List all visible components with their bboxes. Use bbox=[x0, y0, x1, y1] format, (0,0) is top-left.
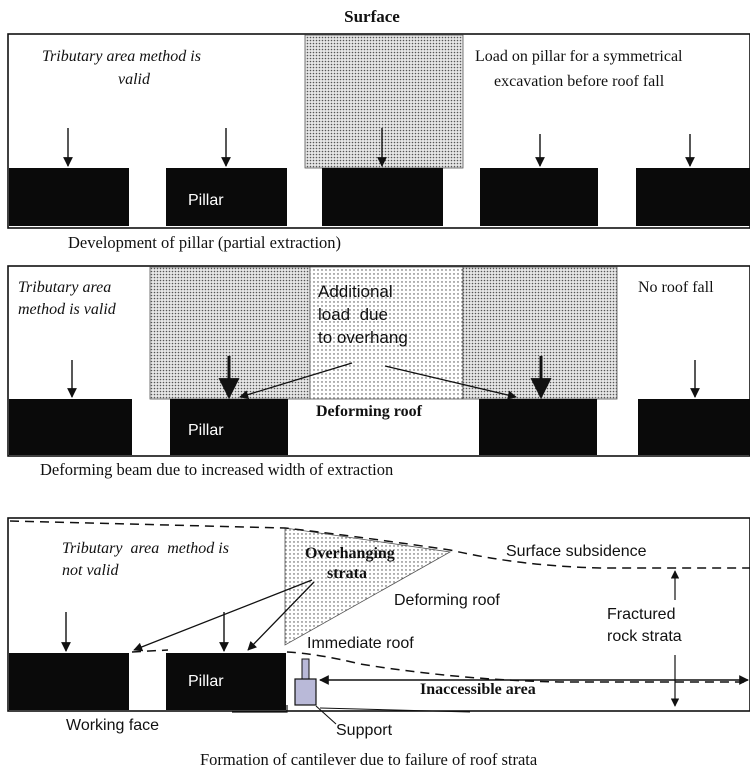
panel-2-pillar bbox=[9, 399, 132, 455]
immediate-roof-label: Immediate roof bbox=[307, 635, 414, 652]
fractured-label-line2: rock strata bbox=[607, 628, 682, 645]
fractured-label-line1: Fractured bbox=[607, 606, 675, 623]
panel-1-left-note-line1: Tributary area method is bbox=[42, 48, 201, 65]
overhang-pointer-arrow bbox=[384, 365, 517, 400]
surface-subsidence-label: Surface subsidence bbox=[506, 543, 647, 560]
panel-3-caption: Formation of cantilever due to failure o… bbox=[200, 750, 538, 769]
support-pointer bbox=[315, 705, 337, 725]
inaccessible-area-label: Inaccessible area bbox=[420, 681, 536, 698]
panel-3-pillar bbox=[166, 653, 286, 710]
overhang-pointer-arrow bbox=[133, 579, 313, 652]
immediate-roof-line bbox=[286, 651, 750, 683]
panel-2-right-note: No roof fall bbox=[638, 279, 714, 296]
overhang-pointer-arrow bbox=[247, 581, 315, 651]
panel-2-pillar-label: Pillar bbox=[188, 422, 224, 439]
panel-1: Tributary area method is valid Load on p… bbox=[7, 33, 750, 252]
panel-2-pillar bbox=[638, 399, 750, 455]
support-icon bbox=[294, 678, 317, 706]
surface-title: Surface bbox=[344, 7, 400, 26]
panel-1-pillar bbox=[9, 168, 129, 226]
deforming-roof-label: Deforming roof bbox=[394, 592, 500, 609]
panel-2: Tributary area method is valid Additiona… bbox=[7, 265, 750, 479]
panel-1-right-note-line1: Load on pillar for a symmetrical bbox=[475, 48, 683, 65]
panel-1-pillar bbox=[166, 168, 287, 226]
working-face-label: Working face bbox=[66, 717, 159, 734]
panel-3-left-note-line1: Tributary area method is bbox=[62, 540, 229, 557]
panel-1-right-note-line2: excavation before roof fall bbox=[494, 73, 665, 90]
panel-1-pillar bbox=[480, 168, 598, 226]
panel-2-center-note-line2: load due bbox=[318, 305, 388, 324]
overhanging-strata-label-line1: Overhanging bbox=[305, 545, 395, 562]
panel-2-caption: Deforming beam due to increased width of… bbox=[40, 460, 393, 479]
floor-deformation-line bbox=[319, 707, 471, 713]
overhanging-strata-zone bbox=[284, 527, 452, 646]
panel-2-center-note-line1: Additional bbox=[318, 282, 393, 301]
working-face-pointer bbox=[232, 705, 288, 713]
panel-3: Tributary area method is not valid Overh… bbox=[7, 517, 750, 769]
overhang-pointer-arrow bbox=[239, 362, 353, 399]
panel-2-center-zone bbox=[309, 266, 464, 400]
panel-2-roof-label: Deforming roof bbox=[316, 403, 423, 420]
surface-subsidence-line bbox=[9, 520, 750, 569]
panel-2-pillar bbox=[479, 399, 597, 455]
immediate-roof-line bbox=[131, 649, 169, 653]
panel-3-left-note-line2: not valid bbox=[62, 562, 119, 579]
panel-1-pillar bbox=[322, 168, 443, 226]
panel-2-left-note-line2: method is valid bbox=[18, 301, 117, 318]
panel-2-pillar bbox=[170, 399, 288, 455]
panel-3-pillar-label: Pillar bbox=[188, 673, 224, 690]
panel-3-pillar bbox=[9, 653, 129, 710]
panel-2-left-note-line1: Tributary area bbox=[18, 279, 111, 296]
panel-2-center-note-line3: to overhang bbox=[318, 328, 408, 347]
panel-1-roof-fall-zone bbox=[304, 34, 464, 169]
panel-1-caption: Development of pillar (partial extractio… bbox=[68, 233, 341, 252]
panel-1-pillar bbox=[636, 168, 750, 226]
support-prop bbox=[301, 658, 310, 680]
overhanging-strata-label-line2: strata bbox=[327, 565, 367, 582]
panel-1-left-note-line2: valid bbox=[118, 71, 151, 88]
support-label: Support bbox=[336, 722, 393, 739]
panel-1-pillar-label: Pillar bbox=[188, 192, 224, 209]
